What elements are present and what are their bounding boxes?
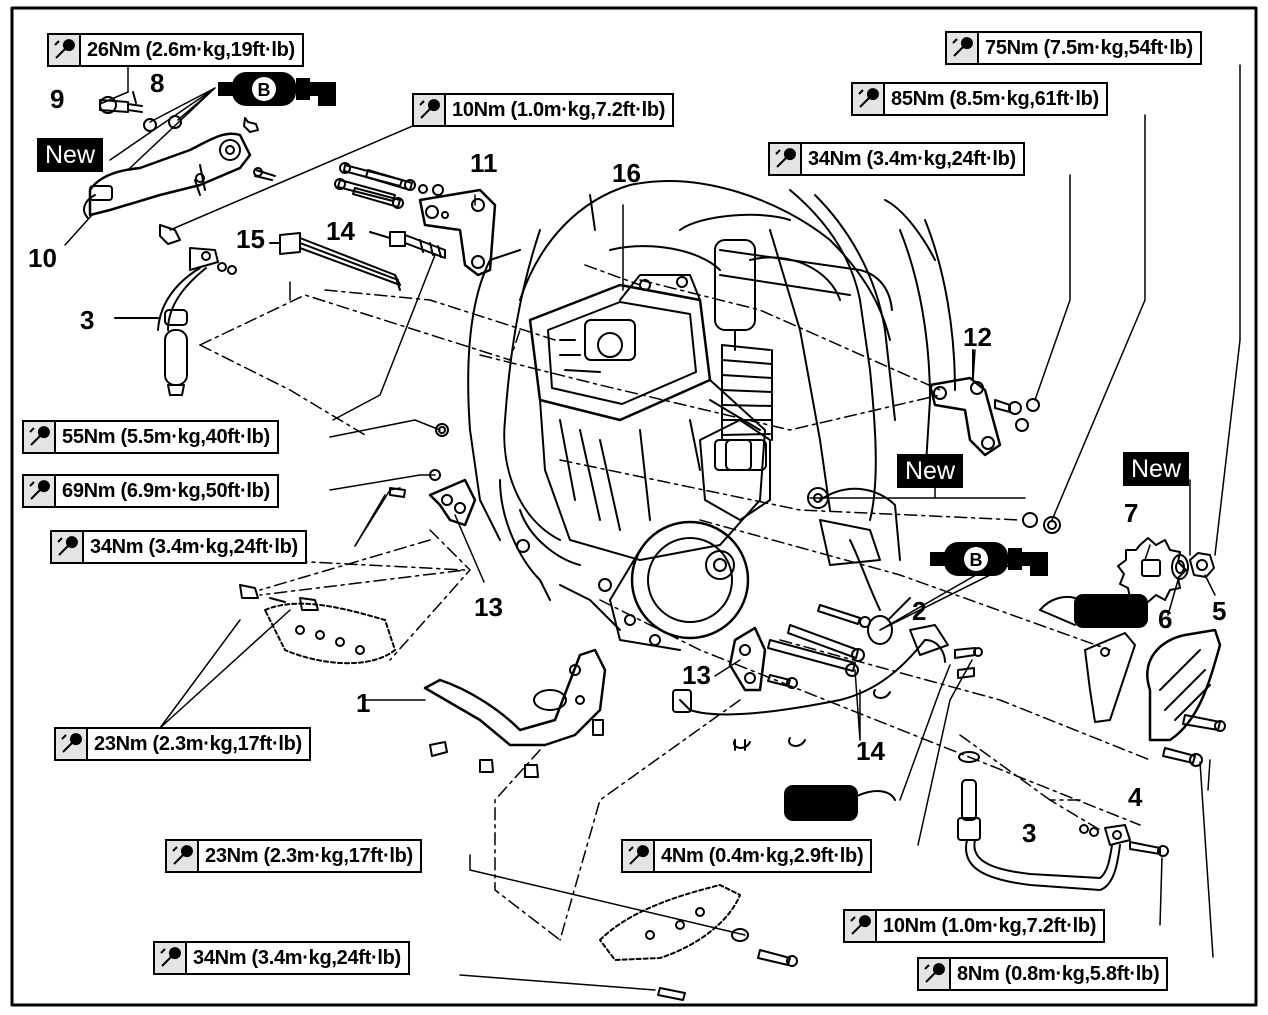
wrench-icon: [770, 144, 802, 174]
lock-washer-6: [1171, 554, 1189, 580]
torque-value: 85Nm (8.5m·kg,61ft·lb): [891, 87, 1099, 110]
part-number-2: 2: [912, 596, 927, 626]
chain-guide-left: [239, 584, 396, 665]
part-number-13: 13: [474, 592, 503, 622]
part-number-9: 9: [50, 84, 65, 114]
part-number-4: 4: [1128, 782, 1143, 812]
torque-label-10nm-upper: 10Nm (1.0m·kg,7.2ft·lb): [412, 93, 675, 127]
footpeg-rubber-upper: [1039, 594, 1148, 628]
torque-value: 4Nm (0.4m·kg,2.9ft·lb): [661, 844, 864, 867]
pivot-shaft: [269, 232, 401, 291]
page-border: [10, 6, 1258, 1007]
torque-label-10nm-lower: 10Nm (1.0m·kg,7.2ft·lb): [843, 909, 1106, 943]
part-number-3: 3: [1022, 818, 1037, 848]
chain-guide-rear: [599, 884, 798, 1001]
torque-label-34nm-left: 34Nm (3.4m·kg,24ft·lb): [50, 530, 307, 564]
shift-rod-right: [957, 751, 1169, 891]
pedal-pivot-bolt: [99, 91, 182, 132]
shift-rod-left: [114, 224, 237, 396]
torque-label-4nm: 4Nm (0.4m·kg,2.9ft·lb): [621, 839, 873, 873]
grease-b-letter: B: [258, 80, 271, 100]
torque-value: 69Nm (6.9m·kg,50ft·lb): [62, 479, 270, 502]
torque-label-55nm: 55Nm (5.5m·kg,40ft·lb): [22, 420, 279, 454]
torque-value: 8Nm (0.8m·kg,5.8ft·lb): [957, 962, 1160, 985]
part-number-7: 7: [1124, 498, 1139, 528]
pedal-small-bolts: [199, 117, 276, 191]
upper-engine-bracket-11: [418, 188, 497, 277]
part-number-14: 14: [326, 216, 355, 246]
part-number-3: 3: [80, 305, 95, 335]
part-number-6: 6: [1158, 604, 1173, 634]
part-number-12: 12: [963, 322, 992, 352]
wrench-icon: [155, 943, 187, 973]
upper-engine-bracket-12: [928, 349, 1040, 457]
new-part-badge: New: [37, 138, 104, 172]
torque-label-23nm-left: 23Nm (2.3m·kg,17ft·lb): [54, 727, 311, 761]
new-part-badge: New: [897, 454, 964, 488]
torque-value: 34Nm (3.4m·kg,24ft·lb): [808, 147, 1016, 170]
part-number-8: 8: [150, 68, 165, 98]
footpeg-rubber-lower: [784, 785, 896, 821]
part-number-11: 11: [470, 148, 498, 178]
part-number-16: 16: [612, 158, 641, 188]
torque-label-34nm-lower: 34Nm (3.4m·kg,24ft·lb): [153, 941, 410, 975]
wrench-icon: [853, 84, 885, 114]
torque-value: 10Nm (1.0m·kg,7.2ft·lb): [883, 914, 1097, 937]
wrench-icon: [414, 95, 446, 125]
part-number-5: 5: [1212, 596, 1227, 626]
wrench-icon: [845, 911, 877, 941]
wrench-icon: [52, 532, 84, 562]
wrench-icon: [49, 35, 81, 65]
drive-sprocket-7: [1117, 537, 1187, 603]
lower-frame-tube: [499, 479, 621, 631]
wrench-icon: [24, 422, 56, 452]
grease-b-icon: B: [218, 68, 336, 112]
part-number-1: 1: [356, 688, 371, 718]
new-part-badge: New: [1123, 452, 1190, 486]
upper-bracket-bolts: [334, 162, 444, 209]
grease-b-letter: B: [970, 550, 983, 570]
assembly-leader-lines: [159, 64, 1241, 991]
skid-plate-1: [364, 648, 607, 778]
torque-label-26nm: 26Nm (2.6m·kg,19ft·lb): [47, 33, 304, 67]
torque-label-69nm: 69Nm (6.9m·kg,50ft·lb): [22, 474, 279, 508]
torque-label-85nm: 85Nm (8.5m·kg,61ft·lb): [851, 82, 1108, 116]
wrench-icon: [167, 841, 199, 871]
torque-label-23nm-lower: 23Nm (2.3m·kg,17ft·lb): [165, 839, 422, 873]
engine-mount-bolt-14: [369, 231, 446, 259]
wrench-icon: [623, 841, 655, 871]
sprocket-nut-5: [1189, 552, 1215, 578]
torque-value: 34Nm (3.4m·kg,24ft·lb): [193, 946, 401, 969]
part-number-10: 10: [28, 243, 57, 273]
wrench-icon: [919, 959, 951, 989]
torque-value: 26Nm (2.6m·kg,19ft·lb): [87, 38, 295, 61]
grease-b-icon: B: [930, 538, 1048, 582]
torque-value: 75Nm (7.5m·kg,54ft·lb): [985, 36, 1193, 59]
torque-value: 55Nm (5.5m·kg,40ft·lb): [62, 425, 270, 448]
sprocket-cover-4: [1084, 628, 1226, 767]
exhaust-pipe: [719, 249, 893, 311]
torque-value: 34Nm (3.4m·kg,24ft·lb): [90, 535, 298, 558]
torque-label-34nm-upper: 34Nm (3.4m·kg,24ft·lb): [768, 142, 1025, 176]
swingarm-pivot-nut: [1022, 512, 1061, 534]
part-number-13: 13: [682, 660, 711, 690]
torque-value: 23Nm (2.3m·kg,17ft·lb): [94, 732, 302, 755]
wrench-icon: [947, 33, 979, 63]
torque-label-75nm: 75Nm (7.5m·kg,54ft·lb): [945, 31, 1202, 65]
part-number-15: 15: [236, 224, 265, 254]
lower-engine-bracket-13: [728, 626, 798, 692]
sensor-lead: [672, 624, 983, 751]
o-ring-2: [867, 597, 911, 645]
torque-value: 10Nm (1.0m·kg,7.2ft·lb): [452, 98, 666, 121]
wrench-icon: [24, 476, 56, 506]
front-engine-bracket-13: [389, 423, 477, 527]
shift-pedal: [83, 132, 252, 219]
torque-label-8nm: 8Nm (0.8m·kg,5.8ft·lb): [917, 957, 1169, 991]
wrench-icon: [56, 729, 88, 759]
torque-value: 23Nm (2.3m·kg,17ft·lb): [205, 844, 413, 867]
rear-shock-spring: [714, 239, 841, 471]
part-number-14: 14: [856, 736, 885, 766]
